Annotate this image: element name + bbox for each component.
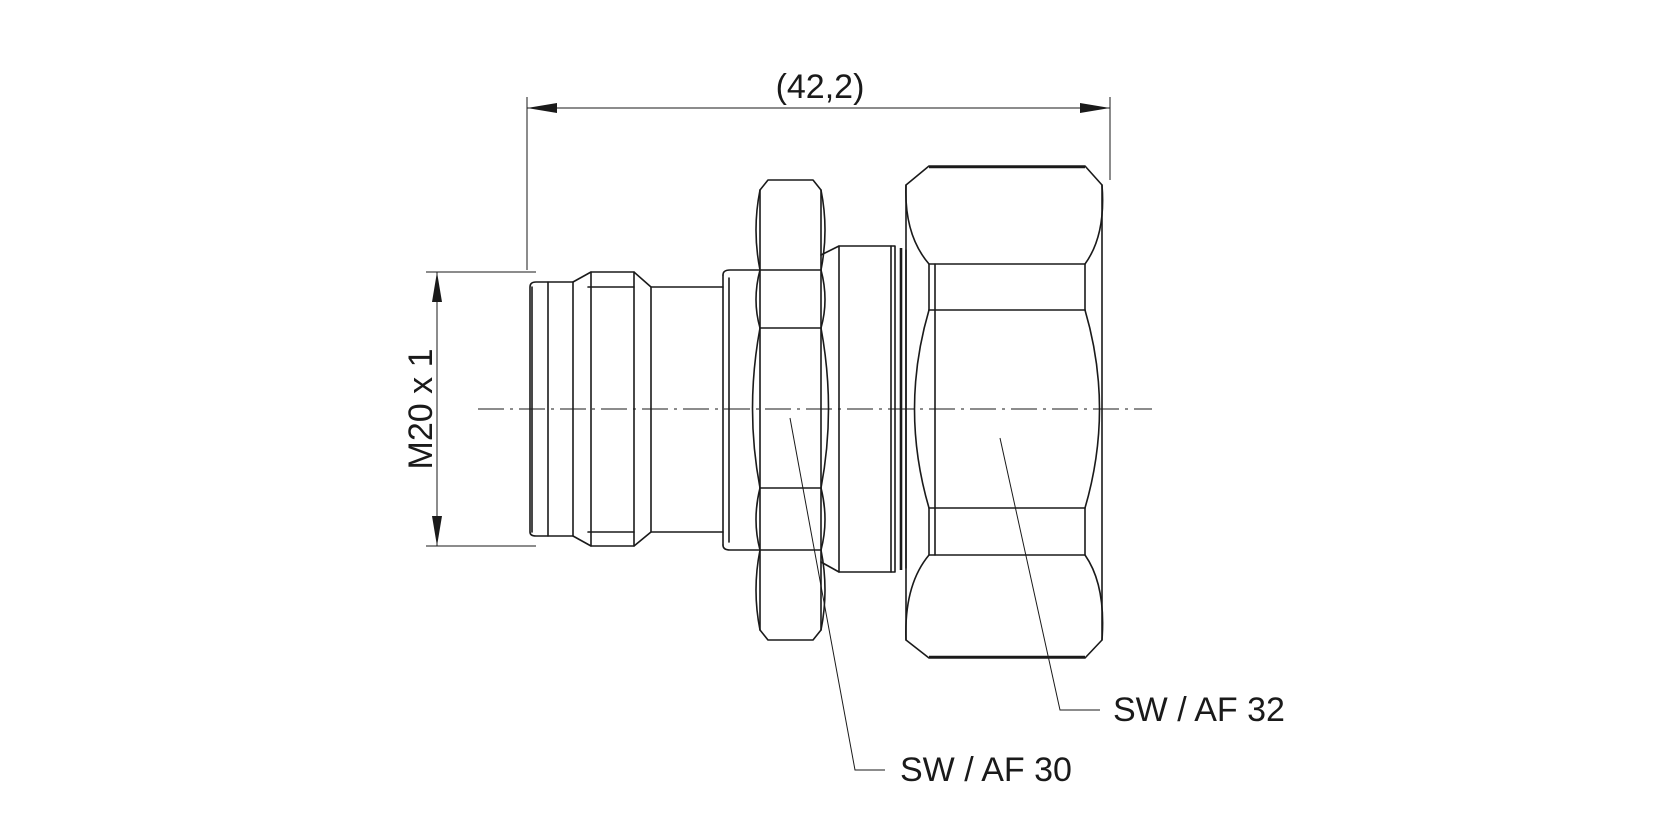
wrench-size-af30-label: SW / AF 30 xyxy=(900,751,1072,789)
thread-label: M20 x 1 xyxy=(402,349,440,470)
neck xyxy=(650,286,724,533)
fitting-body xyxy=(478,165,1152,659)
shoulder xyxy=(722,269,761,551)
thread-collar xyxy=(572,271,652,547)
wrench-size-af32-label: SW / AF 32 xyxy=(1113,691,1285,729)
leader-af32: SW / AF 32 xyxy=(999,437,1285,729)
overall-length-label: (42,2) xyxy=(776,68,865,106)
thread-dimension: M20 x 1 xyxy=(402,271,536,547)
leader-af30: SW / AF 30 xyxy=(789,417,1072,789)
hex-nut-af30 xyxy=(751,179,830,641)
overall-length-dimension: (42,2) xyxy=(526,68,1111,270)
hex-nut-af32 xyxy=(905,165,1104,659)
